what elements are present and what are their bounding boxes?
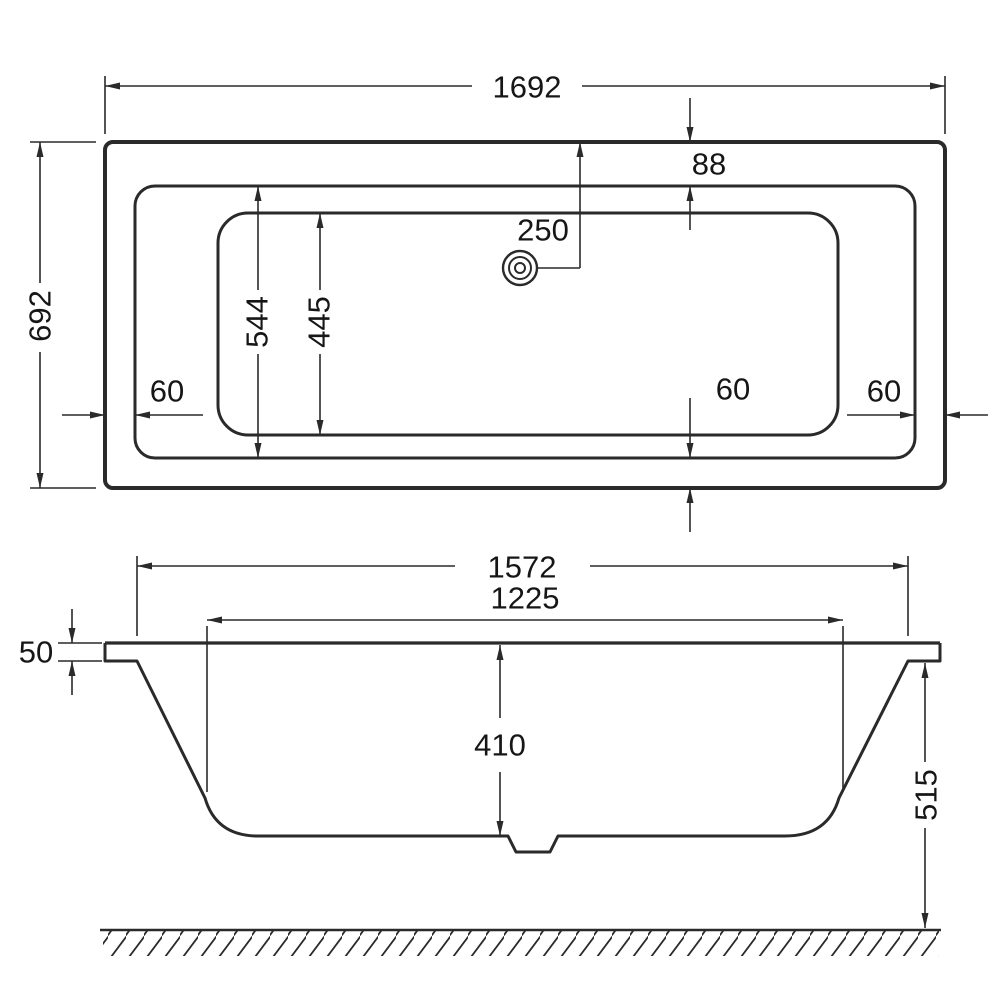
dim-label-rim-opening-width: 544	[240, 296, 275, 348]
drain-mid-ring	[508, 256, 532, 280]
ground	[100, 928, 941, 956]
dim-label-rim-left: 60	[150, 374, 184, 409]
dim-inner-depth: 410	[474, 645, 526, 836]
dim-label-top-length: 1572	[488, 550, 557, 585]
dim-label-overall-height: 515	[909, 769, 944, 821]
dim-basin-base-width: 445	[302, 213, 337, 435]
dim-rim-opening-width: 544	[240, 186, 275, 458]
dim-waste-offset: 250	[517, 142, 584, 269]
dim-rim-left: 60	[62, 374, 203, 419]
dim-rim-right: 60	[847, 374, 988, 419]
drain-outer-ring	[501, 249, 539, 287]
tub-basin-edge	[216, 211, 840, 437]
tub-profile	[103, 643, 942, 854]
dim-overall-width: 692	[23, 141, 96, 489]
dim-label-rim-top: 88	[692, 147, 726, 182]
dim-label-rim-bottom: 60	[716, 372, 750, 407]
dim-label-base-length: 1225	[491, 581, 560, 616]
dim-top-length: 1572	[136, 550, 909, 636]
dim-label-rim-height: 50	[19, 635, 53, 670]
dim-label-overall-length: 1692	[493, 70, 562, 105]
drain-inner-ring	[514, 262, 526, 274]
dim-rim-top: 88	[686, 98, 726, 230]
dim-label-basin-base-width: 445	[302, 296, 337, 348]
floor-hatching	[103, 931, 939, 956]
dim-label-inner-depth: 410	[474, 728, 526, 763]
dim-overall-length: 1692	[104, 70, 946, 134]
tub-outer-edge	[103, 140, 947, 490]
side-view: 1572 1225 50 410 515	[19, 550, 944, 956]
dim-label-rim-right: 60	[867, 374, 901, 409]
dim-base-length: 1225	[206, 581, 844, 792]
top-view: 1692 692 88 250 544	[23, 70, 988, 532]
dim-label-waste-offset: 250	[517, 213, 569, 248]
tub-rim-edge	[133, 184, 917, 460]
waste-drain	[501, 249, 539, 287]
dim-rim-height: 50	[19, 609, 102, 695]
dim-label-overall-width: 692	[23, 290, 58, 342]
dim-overall-height: 515	[909, 663, 944, 928]
dim-rim-bottom: 60	[686, 372, 750, 532]
